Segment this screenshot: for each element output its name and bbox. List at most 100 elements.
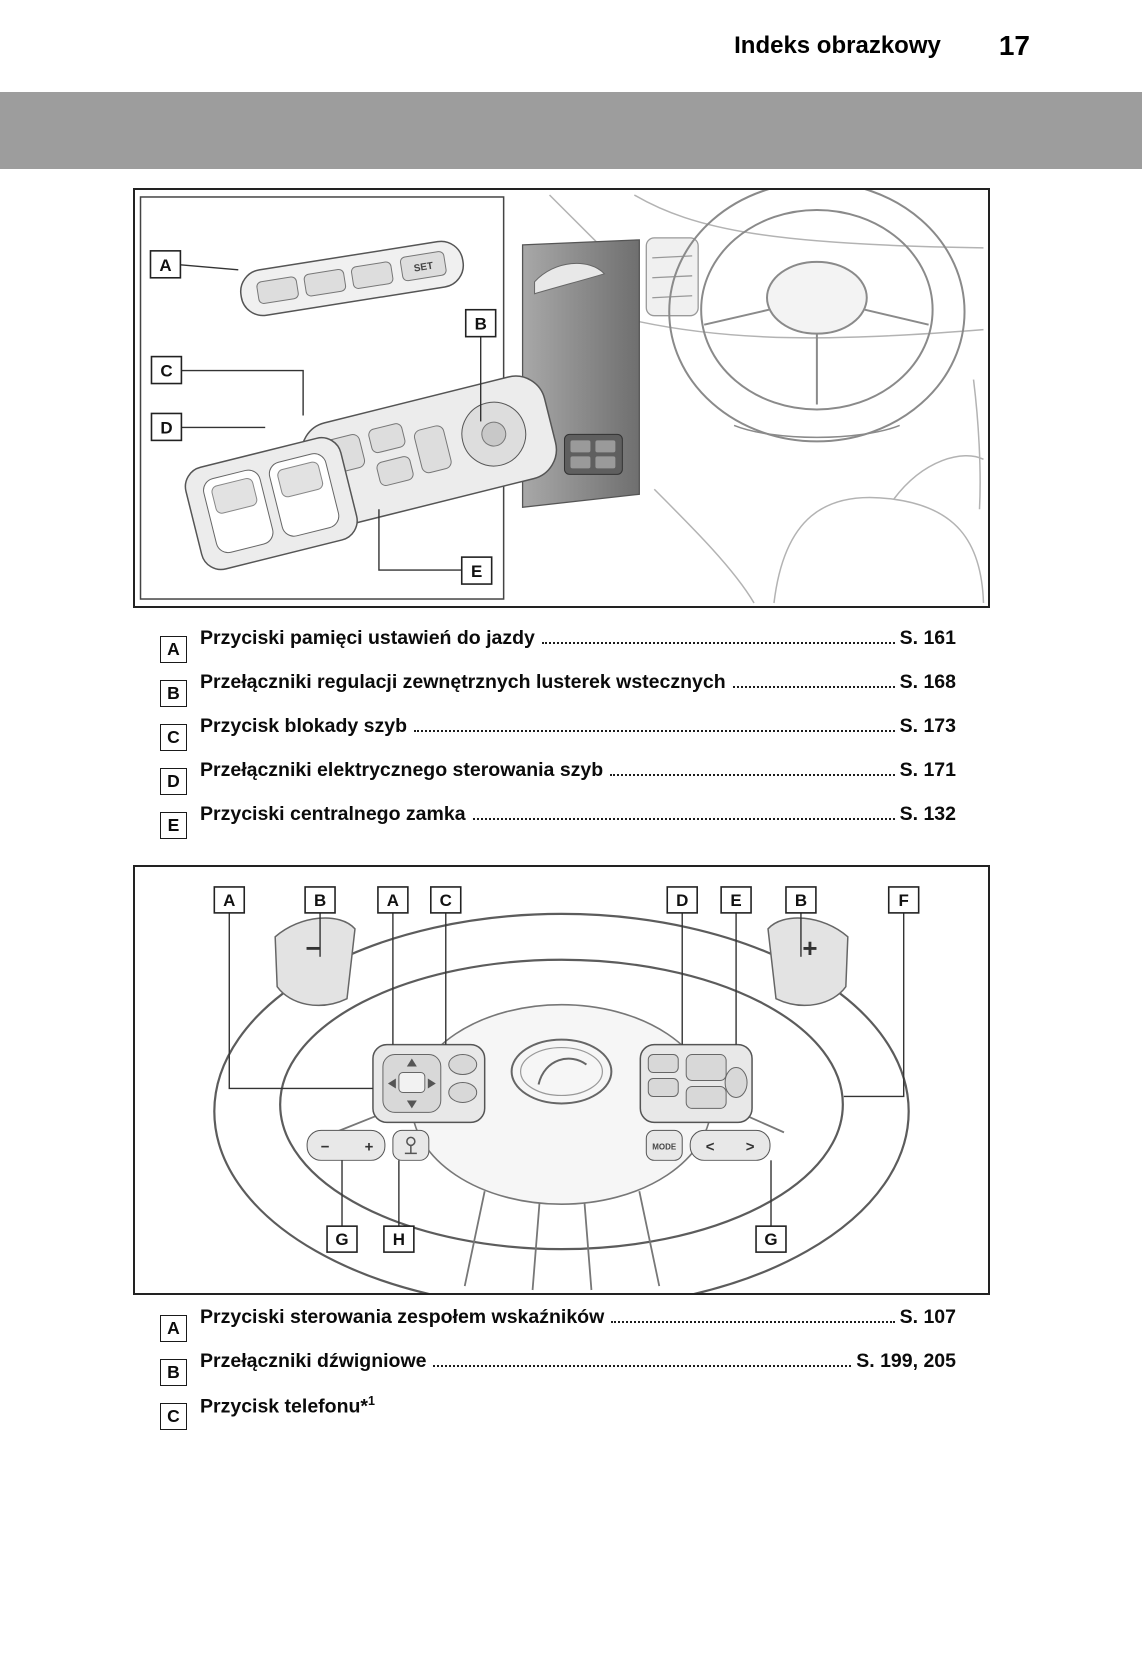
svg-text:E: E: [730, 891, 741, 910]
steering-wheel-small: [668, 190, 966, 443]
entry-page-ref: S. 168: [899, 671, 956, 693]
entry-text: Przyciski sterowania zespołem wskaźników: [200, 1306, 605, 1328]
steering-wheel-figure: − +: [133, 865, 990, 1295]
svg-text:A: A: [387, 891, 399, 910]
figure1-label-e: E: [460, 556, 493, 585]
entry-page-ref: S. 161: [899, 627, 956, 649]
entry-key-box: A: [160, 635, 187, 663]
entry-text: Przyciski pamięci ustawień do jazdy: [200, 627, 535, 649]
paddle-plus-sign: +: [802, 935, 817, 963]
entry-text: Przycisk telefonu*: [200, 1395, 368, 1418]
index-entry: C Przycisk telefonu*1: [160, 1394, 956, 1438]
volume-minus-sign: −: [321, 1138, 330, 1155]
svg-text:C: C: [440, 891, 452, 910]
seek-left-sign: <: [706, 1138, 715, 1155]
svg-text:B: B: [795, 891, 807, 910]
lexus-emblem: [510, 1038, 613, 1105]
footnote-marker: 1: [367, 1394, 375, 1408]
svg-text:G: G: [335, 1230, 348, 1249]
figure2-label-e: E: [720, 886, 752, 914]
figure2-label-g1: G: [326, 1225, 358, 1253]
entry-text: Przełączniki dźwigniowe: [200, 1350, 427, 1372]
figure2-label-f: F: [887, 886, 920, 914]
figure2-label-b2: B: [785, 886, 817, 914]
index-entry: A Przyciski pamięci ustawień do jazdy S.…: [160, 627, 956, 671]
index-entry: C Przycisk blokady szyb S. 173: [160, 715, 956, 759]
entry-text: Przełączniki regulacji zewnętrznych lust…: [200, 671, 726, 693]
figure1-label-c: C: [150, 355, 183, 385]
figure2-label-h: H: [383, 1225, 415, 1253]
section-band: [0, 92, 1142, 169]
header-title: Indeks obrazkowy: [734, 32, 941, 59]
dot-leader: [732, 686, 895, 688]
entry-page-ref: S. 173: [899, 715, 956, 737]
index-entry: B Przełączniki regulacji zewnętrznych lu…: [160, 671, 956, 715]
memory-buttons: SET: [239, 240, 465, 317]
entry-page-ref: S. 132: [899, 803, 956, 825]
dot-leader: [611, 1321, 895, 1323]
steering-wheel-index: A Przyciski sterowania zespołem wskaźnik…: [160, 1306, 956, 1438]
svg-text:H: H: [393, 1230, 405, 1249]
lower-spokes: [334, 1115, 785, 1291]
paddle-minus-sign: −: [306, 935, 321, 963]
page-header: Indeks obrazkowy 17: [0, 0, 1142, 92]
svg-text:C: C: [160, 362, 172, 381]
figure2-label-g2: G: [755, 1225, 787, 1253]
svg-text:B: B: [314, 891, 326, 910]
svg-text:A: A: [223, 891, 235, 910]
figure2-label-a2: A: [377, 886, 409, 914]
index-entry: B Przełączniki dźwigniowe S. 199, 205: [160, 1350, 956, 1394]
door-controls-figure: SET: [133, 188, 990, 608]
entry-key-box: C: [160, 1402, 187, 1430]
page-number: 17: [998, 30, 1030, 61]
air-vent-icon: [645, 237, 699, 317]
mode-button-label: MODE: [652, 1142, 676, 1151]
svg-text:F: F: [899, 891, 909, 910]
dot-leader: [414, 730, 895, 732]
mic-icon: [404, 1136, 417, 1155]
dot-leader: [610, 774, 895, 776]
left-spoke-buttons: − +: [306, 1043, 486, 1161]
svg-text:D: D: [676, 891, 688, 910]
figure2-leader-lines: [228, 912, 905, 1227]
index-entry: D Przełączniki elektrycznego sterowania …: [160, 759, 956, 803]
wheel-rim: [213, 912, 910, 1293]
figure2-label-a1: A: [213, 886, 246, 914]
seek-right-sign: >: [746, 1138, 755, 1155]
entry-page-ref: S. 107: [899, 1306, 956, 1328]
index-entry: A Przyciski sterowania zespołem wskaźnik…: [160, 1306, 956, 1350]
svg-text:A: A: [159, 256, 171, 275]
entry-key-box: B: [160, 1358, 187, 1386]
entry-key-box: B: [160, 679, 187, 707]
svg-text:B: B: [475, 315, 487, 334]
entry-key-box: D: [160, 767, 187, 795]
entry-text: Przyciski centralnego zamka: [200, 803, 466, 825]
dot-leader: [541, 642, 895, 644]
entry-page-ref: S. 199, 205: [856, 1350, 956, 1372]
figure2-label-b1: B: [304, 886, 336, 914]
figure2-label-d: D: [666, 886, 698, 914]
entry-text: Przycisk blokady szyb: [200, 715, 408, 737]
svg-text:D: D: [160, 418, 172, 437]
entry-key-box: E: [160, 811, 187, 839]
cabin-scene: [548, 194, 985, 604]
svg-text:E: E: [471, 562, 482, 581]
entry-page-ref: S. 171: [899, 759, 956, 781]
right-spoke-buttons: MODE < >: [639, 1043, 771, 1161]
door-controls-illustration: SET: [139, 190, 985, 604]
entry-key-box: A: [160, 1314, 187, 1342]
dot-leader: [433, 1365, 852, 1367]
figure2-label-c: C: [430, 886, 462, 914]
volume-plus-sign: +: [365, 1138, 374, 1155]
figure1-label-d: D: [150, 412, 183, 442]
index-entry: E Przyciski centralnego zamka S. 132: [160, 803, 956, 847]
steering-wheel-illustration: − +: [213, 886, 920, 1293]
set-button-label: SET: [413, 261, 434, 275]
figure1-label-b: B: [464, 308, 497, 338]
dpad-arrows-icon: [387, 1058, 436, 1109]
dot-leader: [472, 818, 895, 820]
door-handle-icon: [534, 262, 606, 295]
shift-paddles: [274, 917, 849, 1006]
door-controls-index: A Przyciski pamięci ustawień do jazdy S.…: [160, 627, 956, 847]
